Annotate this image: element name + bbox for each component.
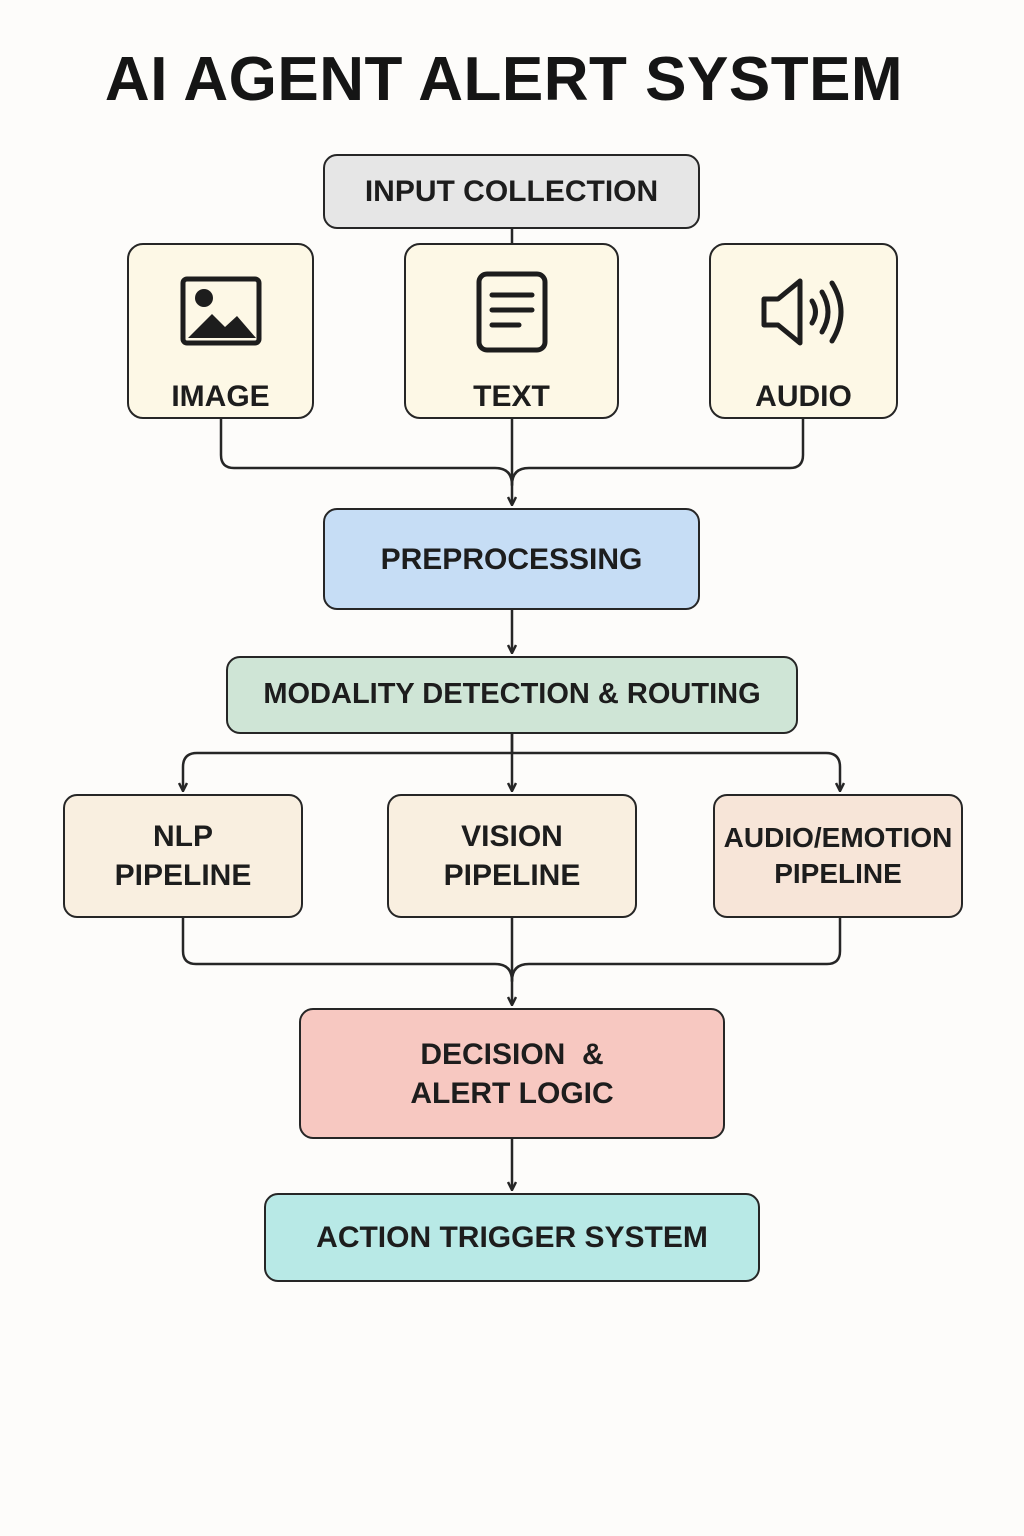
image-input-label: IMAGE: [171, 380, 270, 413]
audio-emotion-pipeline-node: AUDIO/EMOTION PIPELINE: [713, 794, 963, 918]
audio-emotion-pipeline-line2: PIPELINE: [774, 858, 902, 889]
text-input-label: TEXT: [473, 380, 550, 413]
preprocessing-label: PREPROCESSING: [380, 542, 643, 576]
connector-audio-pipeline-merge: [510, 915, 842, 983]
connector-modality-to-audio: [510, 751, 840, 790]
modality-routing-node: MODALITY DETECTION & ROUTING: [226, 656, 798, 734]
vision-pipeline-node: VISION PIPELINE: [387, 794, 637, 918]
image-icon: [180, 276, 261, 346]
connector-nlp-merge: [181, 915, 514, 983]
decision-alert-line2: ALERT LOGIC: [410, 1076, 614, 1110]
preprocessing-node: PREPROCESSING: [323, 508, 700, 610]
connector-modality-to-nlp: [183, 731, 514, 790]
diagram-title: AI AGENT ALERT SYSTEM: [104, 45, 904, 114]
decision-alert-node: DECISION & ALERT LOGIC: [299, 1008, 725, 1139]
action-trigger-label: ACTION TRIGGER SYSTEM: [316, 1221, 708, 1254]
vision-pipeline-line1: VISION: [461, 820, 563, 853]
input-collection-label: INPUT COLLECTION: [364, 175, 659, 208]
input-collection-node: INPUT COLLECTION: [323, 154, 700, 229]
connector-image-merge: [219, 416, 514, 487]
speaker-icon: [761, 278, 843, 346]
text-input-card: TEXT: [404, 243, 619, 419]
audio-input-card: AUDIO: [709, 243, 898, 419]
vision-pipeline-line2: PIPELINE: [443, 859, 581, 892]
connector-audio-merge: [510, 416, 805, 487]
nlp-pipeline-node: NLP PIPELINE: [63, 794, 303, 918]
audio-input-label: AUDIO: [755, 380, 852, 413]
document-icon: [476, 271, 547, 353]
nlp-pipeline-line1: NLP: [153, 820, 213, 853]
action-trigger-node: ACTION TRIGGER SYSTEM: [264, 1193, 760, 1282]
modality-routing-label: MODALITY DETECTION & ROUTING: [263, 678, 761, 711]
nlp-pipeline-line2: PIPELINE: [114, 859, 252, 892]
audio-emotion-pipeline-line1: AUDIO/EMOTION: [723, 821, 953, 853]
decision-alert-line1: DECISION &: [420, 1037, 604, 1071]
image-input-card: IMAGE: [127, 243, 314, 419]
